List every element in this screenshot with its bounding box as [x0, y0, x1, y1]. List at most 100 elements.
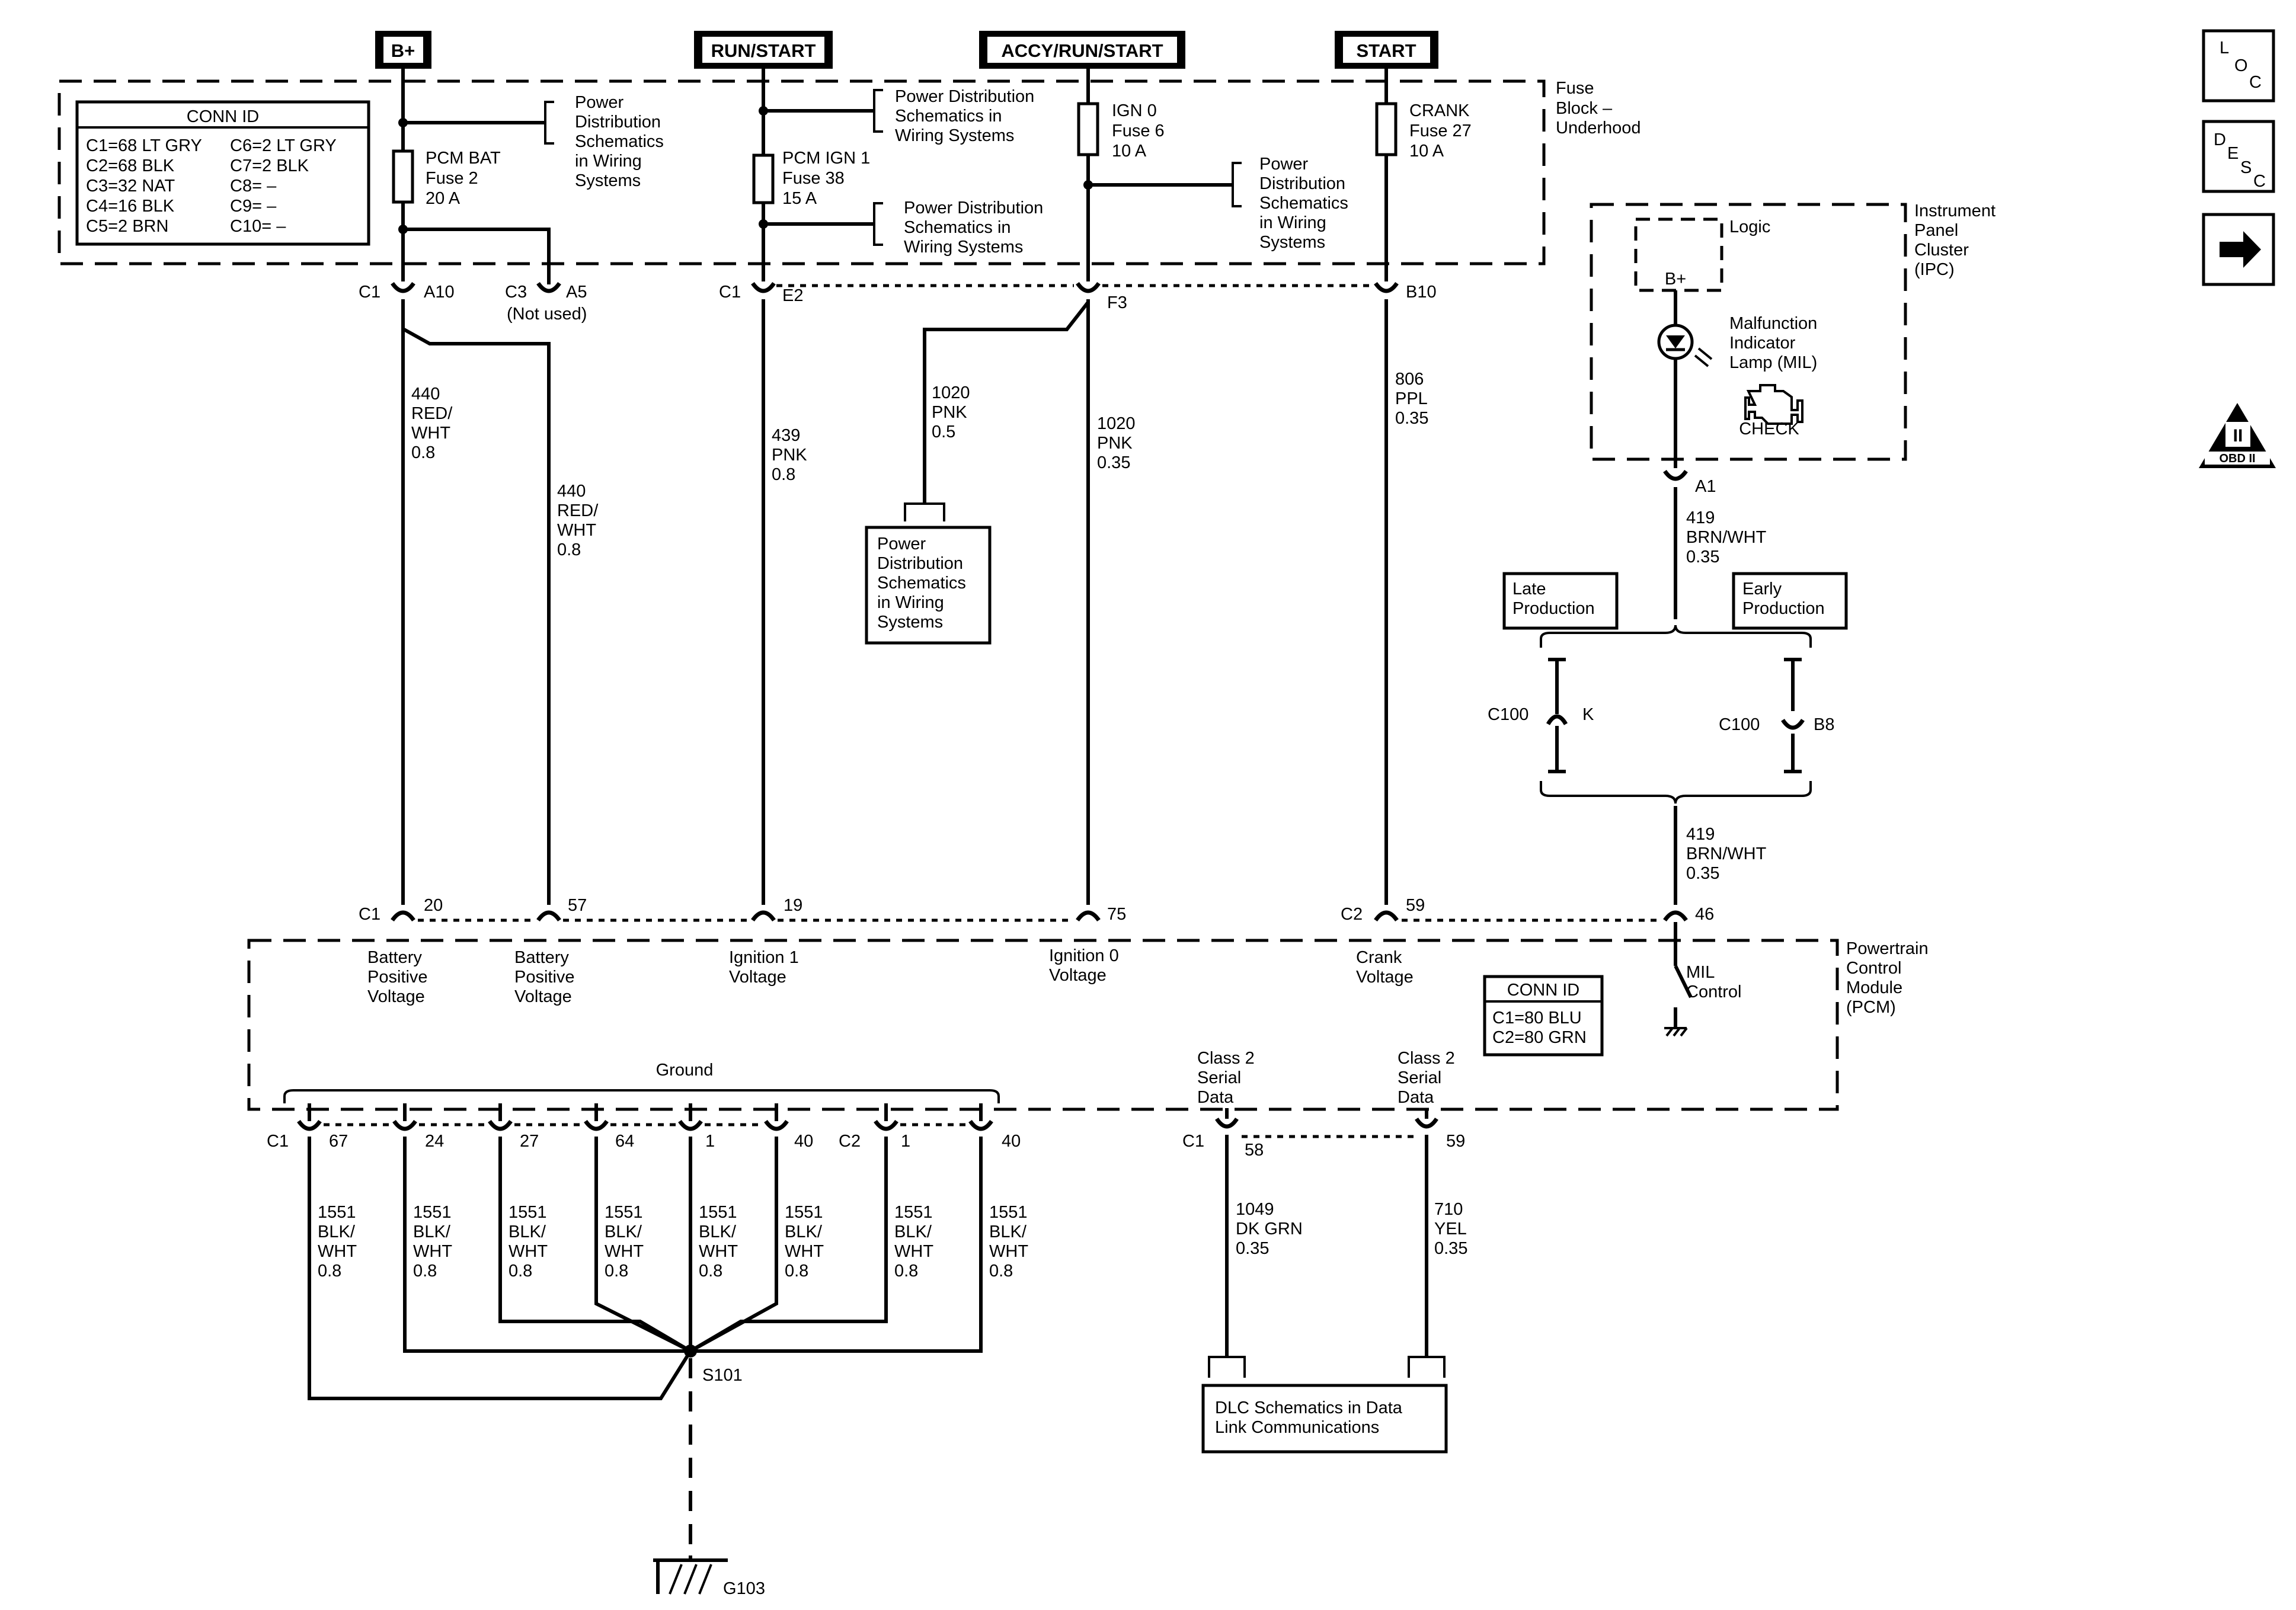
ground-wire-1551 — [690, 1137, 983, 1353]
svg-text:Powertrain: Powertrain — [1846, 939, 1929, 958]
ground-wire-label: 0.8 — [989, 1262, 1013, 1281]
svg-text:C8= –: C8= – — [230, 177, 277, 196]
svg-text:IGN 0: IGN 0 — [1112, 101, 1157, 120]
svg-text:Systems: Systems — [1259, 233, 1325, 252]
svg-text:Class 2: Class 2 — [1398, 1049, 1455, 1068]
ground-wire-label: BLK/ — [894, 1222, 932, 1241]
ground-wire-label: WHT — [785, 1242, 824, 1261]
pcm-top-pins — [391, 910, 1688, 922]
wire-710-label: 710 YEL 0.35 — [1434, 1200, 1467, 1258]
location-icon[interactable]: L O C — [2202, 29, 2275, 103]
svg-text:Voltage: Voltage — [514, 987, 572, 1006]
svg-text:C1=68 LT GRY: C1=68 LT GRY — [86, 136, 202, 155]
svg-text:20: 20 — [424, 896, 443, 915]
svg-text:C100: C100 — [1488, 705, 1528, 724]
source-bplus: B+ — [375, 31, 431, 69]
pcm-bat-fuse-label: PCM BAT Fuse 2 20 A — [426, 149, 501, 208]
ipc-title: Instrument Panel Cluster (IPC) — [1914, 201, 1996, 279]
svg-text:440: 440 — [557, 482, 586, 501]
svg-text:Crank: Crank — [1356, 948, 1402, 967]
svg-text:Positive: Positive — [514, 968, 575, 987]
fuse-block-conn-id: CONN ID C1=68 LT GRY C6=2 LT GRY C2=68 B… — [75, 100, 370, 246]
late-production-box: Late Production — [1502, 572, 1619, 630]
ground-wire-1551 — [308, 1137, 692, 1400]
svg-text:Systems: Systems — [877, 613, 943, 632]
svg-text:Control: Control — [1686, 982, 1742, 1001]
power-distribution-box: Power Distribution Schematics in Wiring … — [865, 502, 992, 645]
svg-text:0.35: 0.35 — [1395, 409, 1428, 428]
svg-text:C1=80 BLU: C1=80 BLU — [1492, 1009, 1582, 1028]
ground-wire-label: BLK/ — [699, 1222, 737, 1241]
c100-option-wiring — [1540, 625, 1812, 804]
svg-text:RED/: RED/ — [411, 404, 453, 423]
svg-text:ACCY/RUN/START: ACCY/RUN/START — [1001, 40, 1163, 61]
svg-text:Ignition 1: Ignition 1 — [729, 948, 799, 967]
svg-text:Data: Data — [1398, 1088, 1434, 1107]
svg-text:19: 19 — [784, 896, 802, 915]
svg-text:Instrument: Instrument — [1914, 201, 1996, 220]
svg-text:439: 439 — [772, 426, 800, 445]
svg-text:Fuse 27: Fuse 27 — [1409, 121, 1472, 140]
fuse-block-outline — [57, 79, 1546, 265]
svg-text:0.35: 0.35 — [1686, 864, 1719, 883]
run-start-feed — [752, 69, 883, 281]
svg-text:in Wiring: in Wiring — [877, 593, 944, 612]
early-production-box: Early Production — [1732, 572, 1848, 630]
svg-text:1049: 1049 — [1236, 1200, 1274, 1219]
fuse-block-connector-pins — [391, 281, 1399, 293]
ground-wire-label: WHT — [699, 1242, 738, 1261]
svg-text:START: START — [1356, 40, 1416, 61]
svg-text:C2=68 BLK: C2=68 BLK — [86, 156, 175, 175]
ground-wire-label: 1551 — [989, 1203, 1028, 1222]
svg-text:Cluster: Cluster — [1914, 241, 1969, 260]
svg-text:40: 40 — [794, 1132, 813, 1151]
svg-text:G103: G103 — [723, 1579, 765, 1598]
svg-text:10 A: 10 A — [1409, 142, 1444, 161]
svg-text:PNK: PNK — [772, 446, 807, 465]
svg-text:CONN ID: CONN ID — [1507, 981, 1579, 1000]
crank-fuse-label: CRANK Fuse 27 10 A — [1409, 101, 1472, 161]
ground-pin-labels: C1 67 24 27 64 1 40 C2 1 40 — [267, 1132, 1021, 1151]
svg-text:Block –: Block – — [1556, 99, 1613, 118]
svg-text:Control: Control — [1846, 959, 1902, 978]
svg-text:BRN/WHT: BRN/WHT — [1686, 528, 1767, 547]
description-icon[interactable]: D E S C — [2202, 120, 2275, 193]
ground-wire-1551 — [498, 1137, 692, 1353]
svg-text:Schematics in: Schematics in — [895, 107, 1002, 126]
next-arrow-icon[interactable] — [2202, 213, 2275, 286]
svg-text:0.5: 0.5 — [932, 422, 955, 441]
ground-bus-bracket — [283, 1089, 1000, 1103]
svg-text:806: 806 — [1395, 370, 1424, 389]
svg-text:Module: Module — [1846, 978, 1902, 997]
ipc-a1-pin — [1663, 469, 1688, 481]
svg-text:B10: B10 — [1406, 283, 1437, 302]
svg-text:OBD II: OBD II — [2219, 452, 2255, 465]
svg-text:40: 40 — [1002, 1132, 1021, 1151]
svg-text:1020: 1020 — [1097, 414, 1136, 433]
svg-text:K: K — [1582, 705, 1594, 724]
svg-text:Positive: Positive — [367, 968, 428, 987]
ground-wire-1551 — [689, 1137, 888, 1353]
ipc-bplus-label: B+ — [1665, 270, 1686, 289]
pcm-bat-fuse — [392, 149, 414, 204]
svg-text:0.8: 0.8 — [411, 443, 435, 462]
svg-text:Serial: Serial — [1398, 1068, 1441, 1087]
svg-text:Voltage: Voltage — [367, 987, 425, 1006]
svg-text:Schematics: Schematics — [877, 574, 966, 593]
mil-lamp-icon — [1657, 290, 1713, 468]
ground-pin — [488, 1119, 513, 1131]
dlc-box: DLC Schematics in Data Link Communicatio… — [1201, 1384, 1448, 1454]
ipc-outline — [1590, 203, 1907, 461]
svg-text:58: 58 — [1245, 1141, 1264, 1160]
serial-data-pins — [1208, 1108, 1446, 1378]
svg-text:1: 1 — [901, 1132, 910, 1151]
svg-text:Voltage: Voltage — [1049, 966, 1107, 985]
svg-text:S101: S101 — [702, 1366, 743, 1385]
svg-text:Schematics: Schematics — [1259, 194, 1348, 213]
svg-text:CRANK: CRANK — [1409, 101, 1470, 120]
svg-text:Panel: Panel — [1914, 221, 1958, 240]
svg-text:E2: E2 — [782, 286, 803, 305]
wire-1020-label: 1020 PNK 0.35 — [1097, 414, 1136, 472]
ground-pin — [297, 1119, 322, 1131]
svg-text:67: 67 — [329, 1132, 348, 1151]
